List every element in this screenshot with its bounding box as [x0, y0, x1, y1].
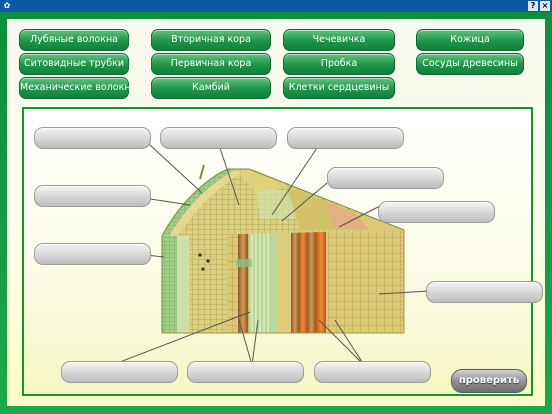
drop-slot-10[interactable] — [187, 361, 304, 383]
drop-slot-9[interactable] — [61, 361, 178, 383]
diagram-area — [22, 107, 543, 396]
help-button[interactable]: ? — [528, 1, 538, 11]
drop-slot-7[interactable] — [34, 243, 151, 265]
app-frame: Лубяные волокна Вторичная кора Чечевичка… — [0, 12, 552, 414]
primary-cortex-layer — [189, 229, 227, 333]
close-button[interactable]: × — [540, 1, 550, 11]
app-icon: ✿ — [3, 1, 11, 10]
wood-vessel-2 — [299, 230, 307, 333]
cambium-layer — [269, 230, 277, 333]
wood-layer — [277, 230, 291, 333]
stem-cross-section-diagram — [111, 132, 430, 366]
drop-slot-8[interactable] — [426, 281, 543, 303]
pointer-lines — [111, 132, 430, 366]
main-panel: Лубяные волокна Вторичная кора Чечевичка… — [7, 19, 545, 406]
term-button-secondary-cortex[interactable]: Вторичная кора — [151, 29, 271, 51]
term-button-phloem-fibers[interactable]: Лубяные волокна — [19, 29, 129, 51]
drop-slot-2[interactable] — [160, 127, 277, 149]
top-face — [161, 164, 405, 237]
term-button-wood-vessels[interactable]: Сосуды древесины — [416, 53, 524, 75]
term-button-primary-cortex[interactable]: Первичная кора — [151, 53, 271, 75]
wood-fiber-layer — [326, 230, 336, 333]
front-face — [161, 229, 405, 334]
wood-vessel-4 — [316, 230, 326, 333]
window-titlebar: ✿ ? × — [0, 0, 552, 12]
sieve-tube-layer — [249, 230, 269, 333]
epidermis-layer — [162, 236, 177, 333]
drop-slot-4[interactable] — [327, 167, 444, 189]
drop-slot-1[interactable] — [34, 127, 151, 149]
pith-layer — [336, 230, 404, 333]
term-button-lenticel[interactable]: Чечевичка — [283, 29, 395, 51]
term-button-epidermis[interactable]: Кожица — [416, 29, 524, 51]
term-button-pith-cells[interactable]: Клетки сердцевины — [283, 77, 395, 99]
pith-top — [324, 201, 369, 230]
cork-layer — [177, 233, 189, 333]
check-button[interactable]: проверить — [451, 369, 527, 393]
term-button-sieve-tubes[interactable]: Ситовидные трубки — [19, 53, 129, 75]
lenticel-sprout — [199, 164, 205, 180]
epidermis-top — [162, 169, 234, 236]
term-button-cork[interactable]: Пробка — [283, 53, 395, 75]
term-button-cambium[interactable]: Камбий — [151, 77, 271, 99]
wood-vessel-1 — [291, 230, 299, 333]
phloem-fiber-band — [238, 231, 248, 333]
drop-slot-3[interactable] — [287, 127, 404, 149]
term-button-mechanical-fibers[interactable]: Механические волокна — [19, 77, 136, 99]
wood-vessel-3 — [307, 230, 316, 333]
drop-slot-11[interactable] — [314, 361, 431, 383]
drop-slot-6[interactable] — [34, 185, 151, 207]
drop-slot-5[interactable] — [378, 201, 495, 223]
